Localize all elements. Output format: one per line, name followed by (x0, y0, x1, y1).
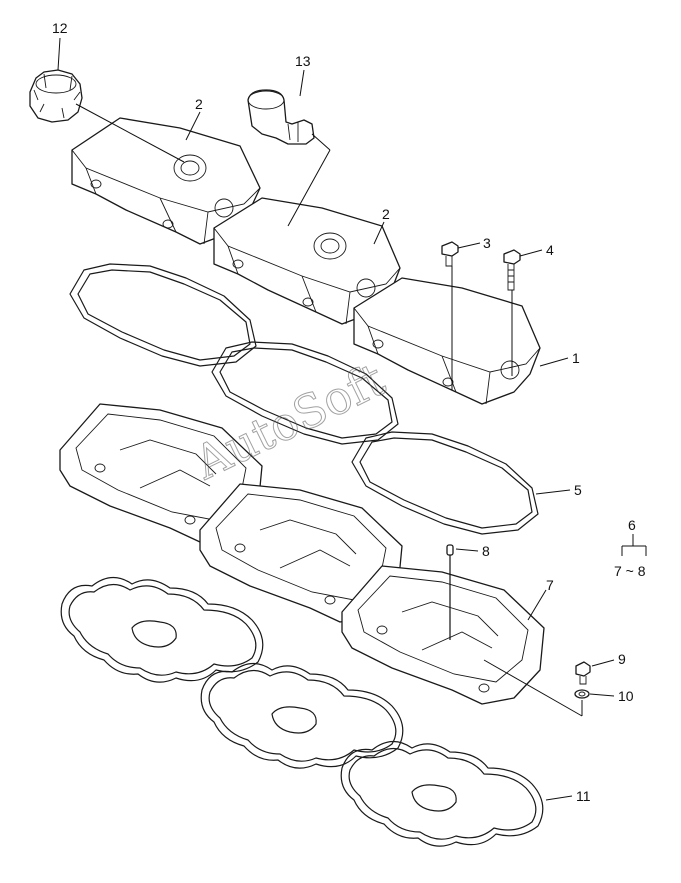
dowel-pin (446, 544, 454, 640)
leader-lines (57, 37, 647, 801)
callout-6-range: 7 ~ 8 (614, 563, 646, 579)
watermark-text: AutoSoft (185, 352, 393, 491)
callout-1: 1 (572, 350, 580, 366)
callout-12: 12 (52, 20, 68, 36)
rocker-housing-right (341, 565, 545, 705)
callout-5: 5 (574, 482, 582, 498)
callout-6: 6 (628, 517, 636, 533)
cover-gasket-right (351, 431, 539, 535)
callout-labels: 12 13 2 2 3 4 1 5 6 7 ~ 8 8 7 9 10 11 (52, 20, 646, 804)
cover-gasket-middle (211, 341, 399, 445)
cylinder-head-cover-right (353, 277, 541, 405)
bolt-3 (441, 241, 459, 267)
callout-2-middle: 2 (382, 206, 390, 222)
lower-gasket-middle (200, 662, 404, 769)
callout-9: 9 (618, 651, 626, 667)
bolt-4 (503, 249, 521, 291)
breather-fitting (247, 89, 315, 145)
callout-7: 7 (546, 577, 554, 593)
oil-filler-cap (29, 69, 83, 123)
washer-10 (574, 689, 590, 699)
cover-gasket-left (69, 263, 257, 367)
callout-8: 8 (482, 543, 490, 559)
callout-4: 4 (546, 242, 554, 258)
bolt-9 (575, 661, 591, 685)
callout-3: 3 (483, 235, 491, 251)
lower-gasket-left (60, 576, 264, 683)
callout-11: 11 (576, 788, 591, 804)
callout-10: 10 (618, 688, 634, 704)
callout-13: 13 (295, 53, 311, 69)
callout-2-left: 2 (195, 96, 203, 112)
lower-gasket-right (340, 740, 544, 847)
